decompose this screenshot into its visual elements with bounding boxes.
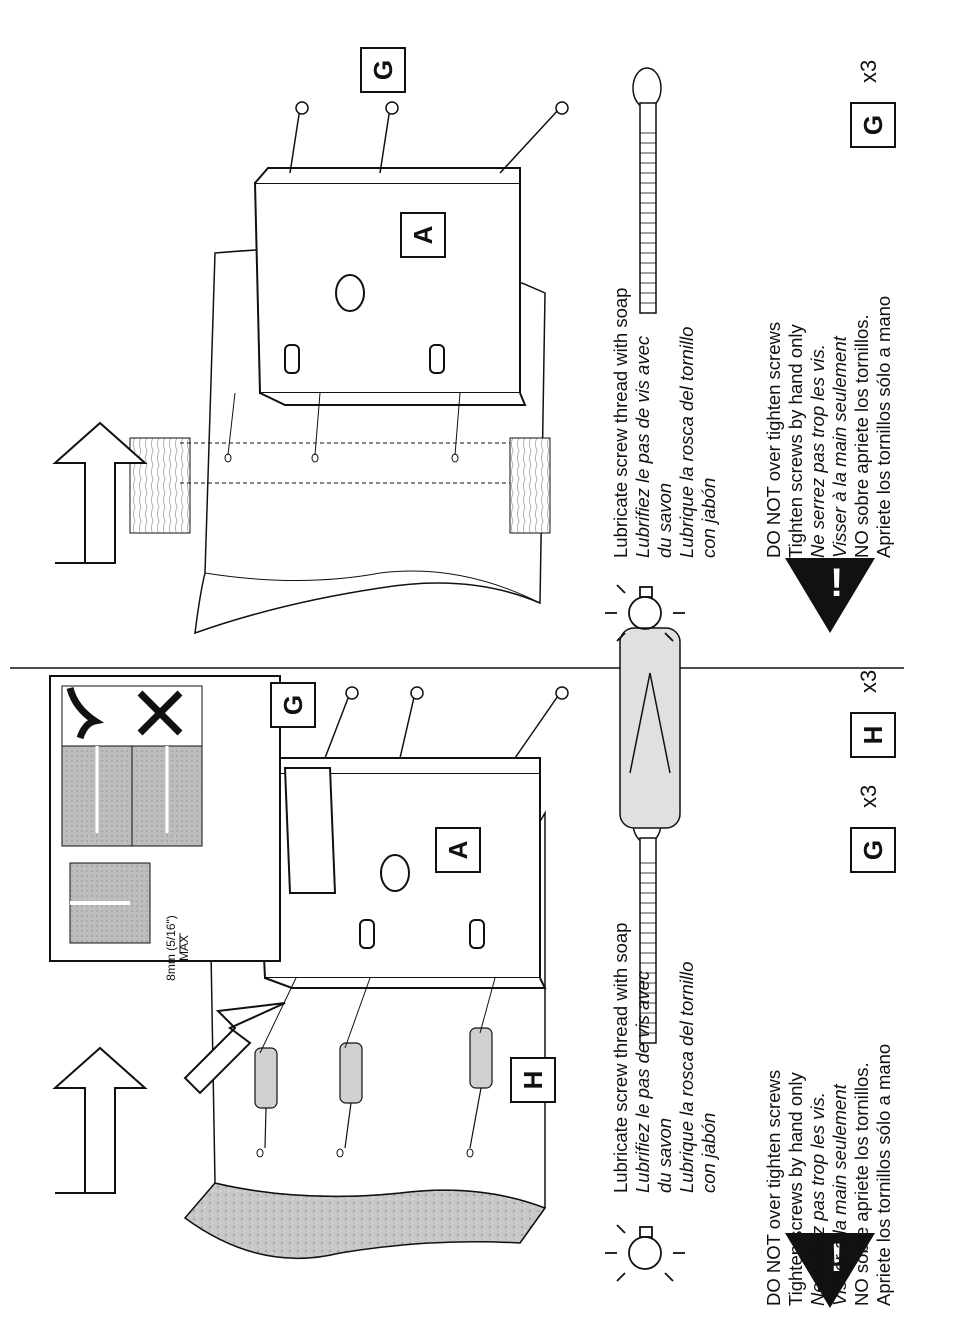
note-line: con jabón bbox=[698, 1112, 719, 1193]
note-line: DO NOT over tighten screws bbox=[763, 1069, 784, 1306]
right-lubricate-note: Lubricate screw thread with soap Lubrifi… bbox=[610, 288, 720, 558]
part-label-H: H bbox=[850, 712, 896, 758]
note-line: DO NOT over tighten screws bbox=[763, 321, 784, 558]
note-line: NO sobre apriete los tornillos. bbox=[851, 1062, 872, 1306]
depth-max: MAX bbox=[177, 935, 191, 962]
left-lubricate-note: Lubricate screw thread with soap Lubrifi… bbox=[610, 923, 720, 1193]
note-line: Ne serrez pas trop les vis. bbox=[807, 344, 828, 558]
right-part-G-illustration bbox=[632, 67, 662, 314]
left-warning-note: DO NOT over tighten screws Tighten screw… bbox=[763, 1044, 895, 1306]
left-screws bbox=[324, 686, 569, 759]
note-line: Visser à la main seulement bbox=[829, 1084, 850, 1306]
callout-bracket-A: A bbox=[435, 827, 481, 873]
right-bulb-icon bbox=[605, 584, 685, 642]
note-line: Lubrique la rosca del tornillo bbox=[676, 961, 697, 1193]
note-line: Lubricate screw thread with soap bbox=[610, 922, 631, 1193]
part-qty-G: x3 bbox=[856, 784, 881, 808]
note-line: Lubrique la rosca del tornillo bbox=[676, 326, 697, 558]
note-line: Ne serrez pas trop les vis. bbox=[807, 1092, 828, 1306]
part-label-G: G bbox=[850, 827, 896, 873]
note-line: Apriete los tornillos sólo a mano bbox=[873, 1043, 894, 1306]
left-holes bbox=[256, 1148, 474, 1158]
right-part-qty-G: x3 bbox=[856, 59, 881, 83]
right-screws bbox=[289, 101, 569, 174]
left-part-H-illustration bbox=[619, 627, 681, 829]
inset-depth-label: 8mm (5/16") MAX bbox=[164, 903, 191, 993]
note-line: con jabón bbox=[698, 477, 719, 558]
note-line: Lubricate screw thread with soap bbox=[610, 287, 631, 558]
note-line: Apriete los tornillos sólo a mano bbox=[873, 295, 894, 558]
left-inset bbox=[49, 675, 286, 1095]
note-line: Tighten screws by hand only bbox=[785, 1072, 806, 1306]
note-line: Visser à la main seulement bbox=[829, 336, 850, 558]
right-warning-icon: ! bbox=[785, 558, 875, 633]
right-warning-note: DO NOT over tighten screws Tighten screw… bbox=[763, 296, 895, 558]
callout-screw-G: G bbox=[270, 682, 316, 728]
right-callout-bracket-A: A bbox=[400, 212, 446, 258]
right-push-arrow-icon bbox=[52, 421, 148, 564]
svg-text:!: ! bbox=[830, 1236, 843, 1280]
left-bulb-icon bbox=[605, 1224, 685, 1282]
note-line: Lubrifiez le pas de vis avec bbox=[632, 335, 653, 558]
note-line: du savon bbox=[654, 482, 675, 558]
note-line: NO sobre apriete los tornillos. bbox=[851, 314, 872, 558]
svg-text:!: ! bbox=[830, 561, 843, 605]
push-arrow-icon bbox=[52, 1046, 148, 1194]
right-bracket bbox=[253, 167, 527, 406]
note-line: du savon bbox=[654, 1117, 675, 1193]
callout-anchor-H: H bbox=[510, 1057, 556, 1103]
right-callout-screw-G: G bbox=[360, 47, 406, 93]
note-line: Tighten screws by hand only bbox=[785, 324, 806, 558]
left-bracket bbox=[253, 757, 547, 989]
left-warning-icon: ! bbox=[785, 1233, 875, 1308]
note-line: Lubrifiez le pas de vis avec bbox=[632, 970, 653, 1193]
right-part-label-G: G bbox=[850, 102, 896, 148]
right-holes bbox=[224, 453, 459, 463]
part-qty-H: x3 bbox=[856, 669, 881, 693]
